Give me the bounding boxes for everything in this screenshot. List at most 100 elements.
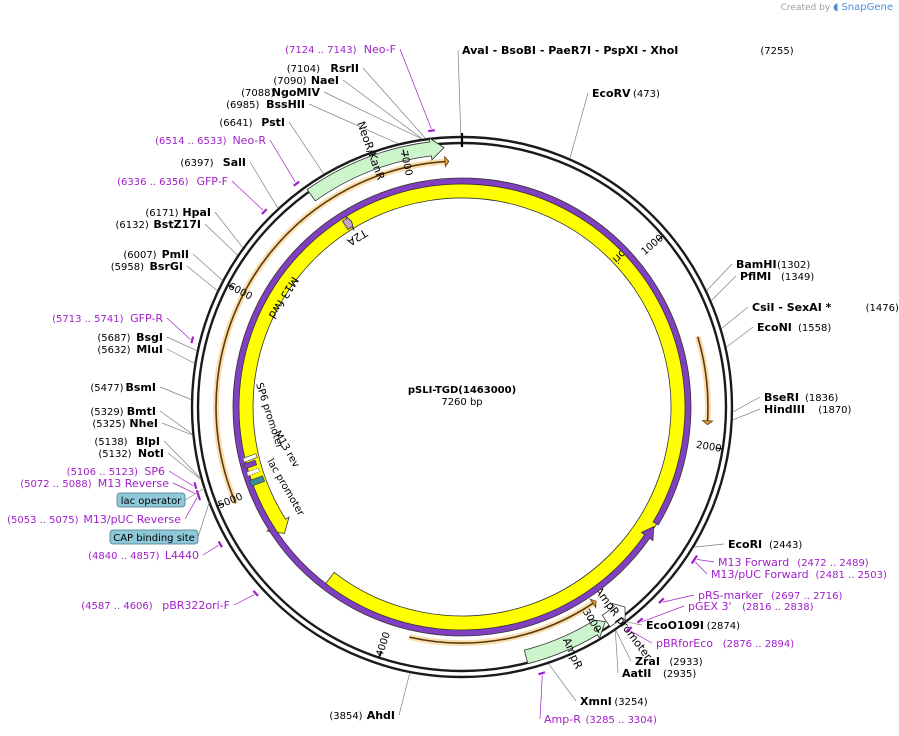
primer-mark <box>428 129 435 133</box>
tick-mark-7000 <box>402 149 406 157</box>
enzyme-position: (1349) <box>781 272 814 283</box>
plasmid-length: 7260 bp <box>441 397 482 408</box>
enzyme-name: BsrGI <box>150 260 183 273</box>
primer-position: (6336 .. 6356) <box>117 177 189 188</box>
plasmid-name: pSLI-TGD(1463000) <box>408 385 516 396</box>
enzyme-leader <box>161 422 193 436</box>
enzyme-position: (5477) <box>90 383 123 394</box>
enzyme-leader <box>726 326 754 348</box>
primer-mark <box>636 617 644 624</box>
primer-position: (4840 .. 4857) <box>88 551 160 562</box>
enzyme-position: (2874) <box>707 621 740 632</box>
enzyme-name: CsiI - SexAI * <box>752 301 832 314</box>
enzyme-position: (6007) <box>123 250 156 261</box>
enzyme-position: (5138) <box>94 437 127 448</box>
orf-arrowhead-amp <box>589 598 597 609</box>
primer-leader <box>184 497 198 520</box>
enzyme-position: (5632) <box>97 345 130 356</box>
enzyme-site: EcoRI(2443) <box>693 538 802 551</box>
enzyme-position: (7088) <box>241 88 274 99</box>
primer-position: (2816 .. 2838) <box>742 602 814 613</box>
enzyme-name: BmtI <box>127 405 156 418</box>
primer-name: M13 Forward <box>718 556 789 569</box>
enzyme-position: (473) <box>633 89 660 100</box>
enzyme-name: NheI <box>129 417 158 430</box>
enzyme-position: (1870) <box>818 405 851 416</box>
enzyme-leader <box>706 263 733 291</box>
enzyme-position: (7104) <box>287 64 320 75</box>
enzyme-leader <box>398 672 411 716</box>
primer-mark <box>196 493 202 501</box>
enzyme-site: BstZ17I(6132) <box>116 218 238 256</box>
orf-arrowhead-neo <box>444 155 450 168</box>
tick-mark-2000 <box>715 447 723 450</box>
enzyme-leader <box>308 103 399 144</box>
tick-label-4000: 4000 <box>375 631 393 659</box>
primer-leader <box>630 630 653 644</box>
primer-name: SP6 <box>144 465 165 478</box>
enzyme-site: SalI(6397) <box>180 156 279 209</box>
enzyme-name: PflMI <box>740 270 771 283</box>
lac-promoter-mark <box>249 475 265 487</box>
orf-arrowhead-right <box>701 420 714 426</box>
primer-leader <box>641 605 685 623</box>
enzyme-name: BsmI <box>126 381 157 394</box>
enzyme-site: BlpI (5138) <box>94 435 201 479</box>
feature-ampr-promoter <box>601 602 626 628</box>
enzyme-name: BlpI <box>136 435 160 448</box>
primer-name: pGEX 3' <box>688 600 732 613</box>
enzyme-site: PmlI(6007) <box>123 248 223 281</box>
enzyme-leader <box>166 336 198 351</box>
primer-position: (5713 .. 5741) <box>52 314 124 325</box>
enzymes: AvaI - BsoBI - PaeR7I - PspXI - XhoI(725… <box>90 44 899 722</box>
primer-leader <box>231 180 264 211</box>
enzyme-position: (1302) <box>777 260 810 271</box>
primer-leader <box>662 594 695 603</box>
enzyme-site: EcoNI(1558) <box>726 321 831 348</box>
enzyme-leader <box>569 92 589 159</box>
lac-operator-label: lac operator <box>121 496 182 507</box>
enzyme-leader <box>204 223 238 256</box>
tick-label-5000: 5000 <box>217 491 245 511</box>
primer-position: (5106 .. 5123) <box>67 467 139 478</box>
primer-site: pGEX 3' (2816 .. 2838) <box>636 600 814 624</box>
enzyme-position: (2935) <box>663 669 696 680</box>
primer-mark <box>190 336 195 344</box>
primer-site: M13/pUC Forward(2481 .. 2503) <box>690 557 887 581</box>
orf-arc-1 <box>215 251 272 504</box>
primer-name: M13/pUC Reverse <box>83 513 181 526</box>
primer-leader <box>172 482 197 495</box>
primer-name: pBR322ori-F <box>162 599 230 612</box>
enzyme-leader <box>249 161 279 209</box>
enzyme-site: ZraI(2933) <box>615 630 703 668</box>
center-label: pSLI-TGD(1463000) 7260 bp <box>408 385 516 408</box>
orf-arc-2 <box>696 336 709 421</box>
enzyme-name: EcoRI <box>728 538 762 551</box>
enzyme-name: SalI <box>223 156 246 169</box>
enzyme-name: BamHI <box>736 258 777 271</box>
enzyme-leader <box>167 452 202 480</box>
tick-label-1000: 1000 <box>639 233 666 258</box>
primer-leader <box>696 559 715 563</box>
enzyme-name: EcoRV <box>592 87 631 100</box>
enzyme-leader <box>732 408 761 421</box>
feature-ampr <box>523 618 606 665</box>
primer-site: pBR322ori-F(4587 .. 4606) <box>81 590 259 612</box>
primer-site: SP6 (5106 .. 5123) <box>67 465 198 490</box>
primer-leader <box>269 139 296 183</box>
primer-site: M13 Forward(2472 .. 2489) <box>692 554 869 569</box>
enzyme-position: (5132) <box>98 449 131 460</box>
primer-site: pBRforEco(2876 .. 2894) <box>625 626 794 650</box>
enzyme-name: AhdI <box>367 709 395 722</box>
primer-mark <box>217 540 223 548</box>
enzyme-name: NotI <box>138 447 164 460</box>
primer-leader <box>168 470 194 487</box>
primer-site: GFP-R(5713 .. 5741) <box>52 312 195 344</box>
credit-brand: SnapGene <box>841 2 893 13</box>
enzyme-site: XmnI(3254) <box>548 663 648 708</box>
primer-name: Amp-R <box>544 713 581 726</box>
primer-leader <box>539 675 543 720</box>
enzyme-site: BsrGI(5958) <box>111 260 218 291</box>
enzyme-site: MluI(5632) <box>97 343 195 364</box>
